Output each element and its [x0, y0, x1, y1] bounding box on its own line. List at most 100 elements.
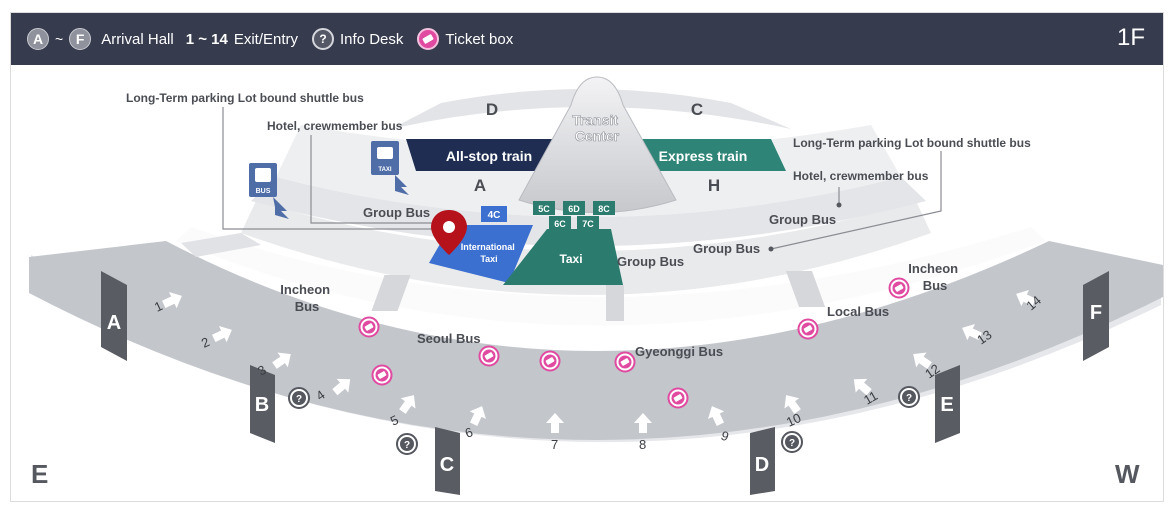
terminal-map: ? D C All-stop train Express train Tran	[29, 76, 1163, 495]
exit-7-label: 7	[551, 437, 558, 452]
legend-tilde: ~	[55, 31, 64, 47]
hall-f-marker[interactable]	[1083, 271, 1109, 361]
crosswalks	[371, 271, 826, 321]
legend-exit-range: 1 ~ 14	[185, 30, 228, 48]
taxi-label: Taxi	[559, 252, 582, 266]
exit-1-arrow-icon[interactable]	[160, 288, 186, 313]
right-shuttle-callout: Long-Term parking Lot bound shuttle bus	[793, 136, 1031, 150]
platform-6c: 6C	[554, 219, 566, 229]
floor-indicator: 1F	[1116, 24, 1145, 51]
international-taxi-line-2: Taxi	[480, 254, 497, 264]
platform-4c-label: 4C	[488, 210, 501, 221]
international-taxi-label: International Taxi	[461, 242, 518, 264]
all-stop-train-band	[406, 139, 556, 171]
legend-hall-start-badge: A	[27, 28, 49, 50]
all-stop-train-label: All-stop train	[446, 148, 532, 164]
left-hotel-callout: Hotel, crewmember bus	[267, 119, 403, 133]
hall-a-label: A	[107, 312, 121, 334]
platform-8c: 8C	[598, 204, 610, 214]
legend-exit-text: Exit/Entry	[233, 30, 299, 48]
ticket-icon[interactable]	[888, 277, 910, 299]
incheon-bus-right-line-2: Bus	[923, 278, 948, 293]
ticket-icon[interactable]	[539, 350, 561, 372]
legend-info-text: Info Desk	[340, 30, 404, 48]
exit-7-arrow-icon[interactable]	[546, 413, 564, 433]
exit-12-label: 12	[922, 361, 942, 382]
right-hotel-callout: Hotel, crewmember bus	[793, 169, 929, 183]
local-bus-label: Local Bus	[827, 304, 889, 319]
direction-west: W	[1115, 459, 1140, 489]
group-bus-right-lower: Group Bus	[693, 241, 760, 256]
zone-c: C	[691, 100, 703, 119]
hall-c-marker[interactable]	[435, 427, 460, 495]
exit-13-arrow-icon[interactable]	[958, 320, 984, 345]
exit-10-arrow-icon[interactable]	[779, 390, 805, 417]
hall-e-marker[interactable]	[935, 365, 960, 443]
exit-12-arrow-icon[interactable]	[908, 347, 935, 373]
exit-8-arrow-icon[interactable]	[634, 413, 652, 433]
hall-d-label: D	[755, 454, 769, 476]
zone-h: H	[708, 176, 720, 195]
exit-9-label: 9	[719, 428, 731, 445]
incheon-bus-right-line-1: Incheon	[908, 261, 958, 276]
ticket-icon[interactable]	[358, 316, 380, 338]
bus-sign-icon: BUS	[249, 163, 289, 219]
hall-b-marker[interactable]	[250, 365, 275, 443]
info-desk-icon[interactable]	[898, 386, 920, 408]
ticket-icon	[417, 28, 440, 50]
exit-4-arrow-icon[interactable]	[329, 372, 356, 399]
exit-arrows	[160, 286, 1038, 433]
hall-markers: A B C D E F	[101, 271, 1109, 495]
location-pin-icon	[431, 210, 467, 255]
exit-6-arrow-icon[interactable]	[465, 402, 490, 428]
seoul-bus-label: Seoul Bus	[417, 331, 481, 346]
ticket-icon[interactable]	[667, 387, 689, 409]
hall-c-label: C	[440, 454, 454, 476]
hall-e-label: E	[940, 394, 953, 416]
platform-5c: 5C	[538, 204, 550, 214]
exit-3-arrow-icon[interactable]	[269, 347, 296, 373]
hall-a-marker[interactable]	[101, 271, 127, 361]
incheon-bus-left-line-2: Bus	[295, 299, 320, 314]
exit-9-arrow-icon[interactable]	[704, 402, 729, 428]
exit-11-arrow-icon[interactable]	[848, 372, 875, 399]
ticket-icon[interactable]	[478, 345, 500, 367]
platform-7c: 7C	[582, 219, 594, 229]
concourse	[29, 241, 1163, 441]
transit-center-line-1: Transit	[572, 112, 618, 128]
legend: A ~ F Arrival Hall 1 ~ 14 Exit/Entry ? I…	[27, 27, 513, 51]
express-train-band	[621, 139, 786, 171]
gyeonggi-bus-label: Gyeonggi Bus	[635, 344, 723, 359]
taxi-sign-text: TAXI	[378, 167, 392, 173]
hall-b-label: B	[255, 394, 269, 416]
legend-hall-end-badge: F	[69, 28, 92, 50]
ticket-icon[interactable]	[614, 351, 636, 373]
exit-5-arrow-icon[interactable]	[395, 390, 421, 417]
exit-14-arrow-icon[interactable]	[1012, 286, 1038, 311]
platform-4c	[481, 206, 507, 222]
direction-east: E	[31, 459, 48, 489]
info-desk-icon: ?	[312, 28, 335, 50]
info-desk-icon[interactable]	[396, 433, 418, 455]
info-desk-icon[interactable]	[288, 387, 310, 409]
transit-center-label: Transit Center	[572, 112, 622, 144]
zone-a: A	[474, 176, 486, 195]
group-bus-right-upper: Group Bus	[769, 212, 836, 227]
taxi-platform-signs: 5C 6D 8C 6C 7C	[533, 201, 615, 230]
info-desk-icon[interactable]	[781, 431, 803, 453]
taxi-sign-icon: TAXI	[371, 141, 409, 195]
ticket-icon[interactable]	[371, 364, 393, 386]
exit-2-arrow-icon[interactable]	[210, 322, 236, 347]
bus-zone	[241, 201, 931, 295]
zone-d: D	[486, 100, 498, 119]
incheon-bus-left-line-1: Incheon	[280, 282, 330, 297]
exit-8-label: 8	[639, 437, 646, 452]
left-shuttle-callout: Long-Term parking Lot bound shuttle bus	[126, 91, 364, 105]
platform-6d: 6D	[568, 204, 580, 214]
incheon-bus-right: Incheon Bus	[908, 261, 961, 293]
legend-ticket-text: Ticket box	[445, 30, 514, 48]
exit-10-label: 10	[784, 410, 803, 430]
hall-d-marker[interactable]	[750, 427, 775, 495]
taxi-zone	[503, 229, 623, 285]
ticket-icon[interactable]	[797, 318, 819, 340]
